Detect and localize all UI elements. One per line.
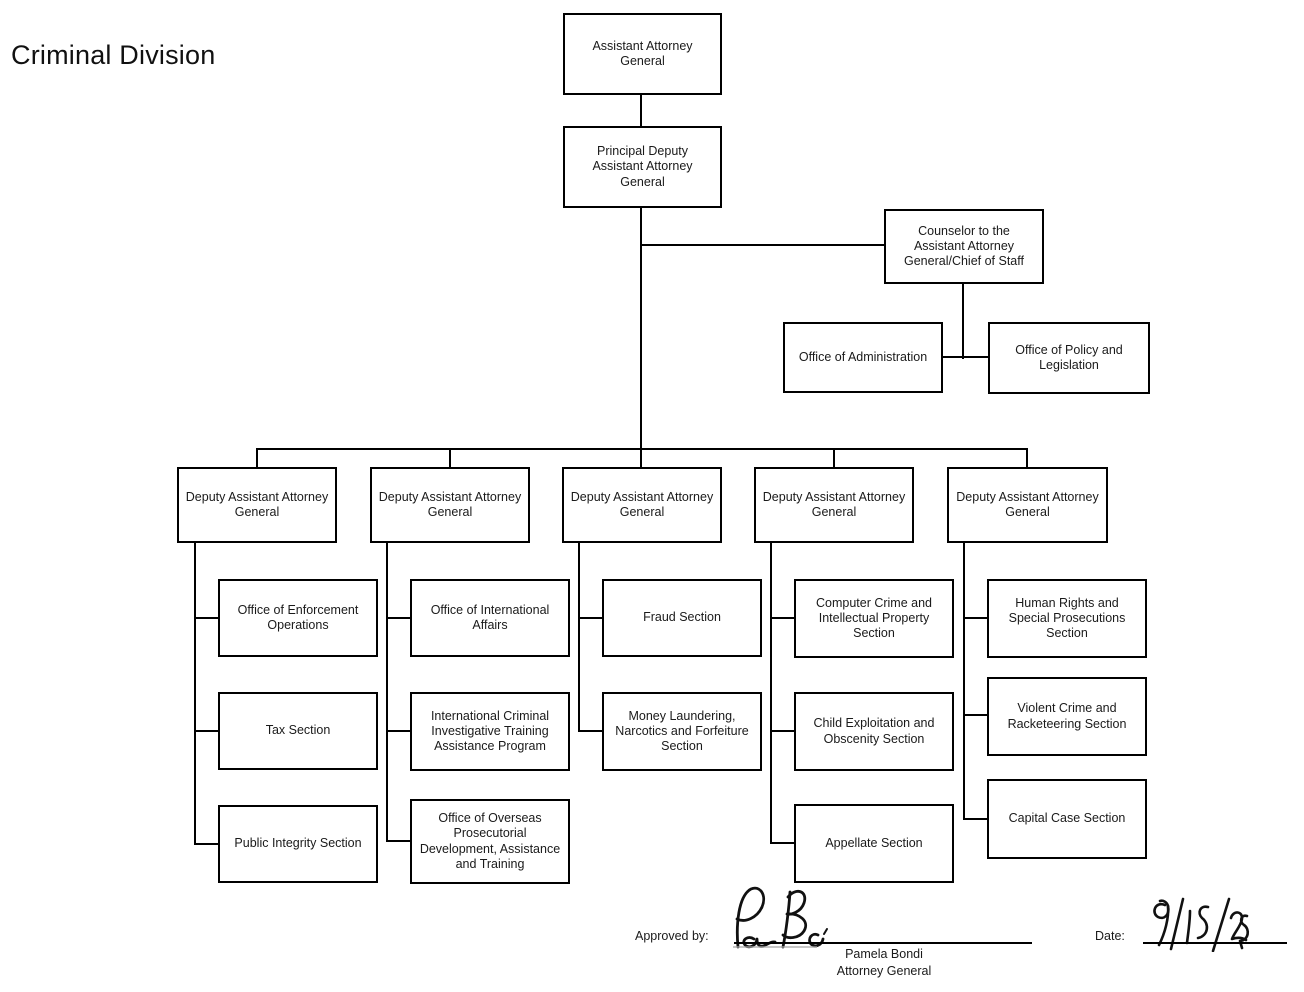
connector-distribution <box>256 448 1028 450</box>
signer-block: Pamela Bondi Attorney General <box>735 946 1033 981</box>
org-node-label: Violent Crime and Racketeering Section <box>1007 701 1127 731</box>
connector-trunk <box>640 207 642 450</box>
org-node-label: Office of Enforcement Operations <box>237 602 359 632</box>
org-node-label: Office of Administration <box>798 349 928 364</box>
org-node-icitap: International Criminal Investigative Tra… <box>410 692 570 771</box>
org-node-label: Deputy Assistant Attorney General <box>570 489 714 519</box>
org-node-daag-1: Deputy Assistant Attorney General <box>177 467 337 543</box>
org-node-counselor-chief-of-staff: Counselor to the Assistant Attorney Gene… <box>884 209 1044 284</box>
org-node-office-of-administration: Office of Administration <box>783 322 943 393</box>
org-node-capital-case-section: Capital Case Section <box>987 779 1147 859</box>
org-node-daag-3: Deputy Assistant Attorney General <box>562 467 722 543</box>
connector-group4-stub-1 <box>770 617 794 619</box>
connector-group5-stub-3 <box>963 818 987 820</box>
connector-drop-daag-5 <box>1026 448 1028 468</box>
org-node-label: Deputy Assistant Attorney General <box>762 489 906 519</box>
connector-aag-to-pdaag <box>640 94 642 127</box>
org-node-computer-crime-ip-section: Computer Crime and Intellectual Property… <box>794 579 954 658</box>
org-node-office-of-enforcement-operations: Office of Enforcement Operations <box>218 579 378 657</box>
signature-line-shadow <box>733 946 817 948</box>
org-node-daag-2: Deputy Assistant Attorney General <box>370 467 530 543</box>
connector-group5-stub-2 <box>963 714 987 716</box>
org-node-tax-section: Tax Section <box>218 692 378 770</box>
connector-group2-stub-3 <box>386 840 410 842</box>
org-node-child-exploitation-obscenity-section: Child Exploitation and Obscenity Section <box>794 692 954 771</box>
connector-group1-stub-1 <box>194 617 218 619</box>
org-node-label: Deputy Assistant Attorney General <box>956 489 1099 519</box>
org-node-appellate-section: Appellate Section <box>794 804 954 883</box>
connector-group4-stub-2 <box>770 730 794 732</box>
signer-title: Attorney General <box>836 964 932 979</box>
connector-drop-daag-1 <box>256 448 258 468</box>
connector-drop-daag-4 <box>833 448 835 468</box>
signature-line <box>734 942 1032 944</box>
org-node-label: Counselor to the Assistant Attorney Gene… <box>904 223 1024 269</box>
connector-group1-stub-2 <box>194 730 218 732</box>
approved-by-label: Approved by: <box>635 929 709 943</box>
org-node-label: International Criminal Investigative Tra… <box>430 708 550 754</box>
org-node-label: Human Rights and Special Prosecutions Se… <box>1008 595 1126 641</box>
org-node-label: Public Integrity Section <box>234 836 362 851</box>
org-node-daag-5: Deputy Assistant Attorney General <box>947 467 1108 543</box>
org-node-label: Office of International Affairs <box>430 602 550 632</box>
connector-group5-spine <box>963 542 965 820</box>
connector-group2-stub-1 <box>386 617 410 619</box>
org-node-label: Child Exploitation and Obscenity Section <box>813 716 935 746</box>
connector-group2-spine <box>386 542 388 842</box>
connector-group4-stub-3 <box>770 842 794 844</box>
org-node-label: Capital Case Section <box>1008 811 1126 826</box>
connector-drop-daag-2 <box>449 448 451 468</box>
org-node-public-integrity-section: Public Integrity Section <box>218 805 378 883</box>
connector-group3-stub-2 <box>578 730 602 732</box>
org-node-label: Money Laundering, Narcotics and Forfeitu… <box>615 708 749 754</box>
signature-ink <box>727 884 839 950</box>
org-node-label: Principal Deputy Assistant Attorney Gene… <box>592 144 693 189</box>
org-node-label: Office of Overseas Prosecutorial Develop… <box>419 811 561 871</box>
signer-name: Pamela Bondi <box>845 947 923 961</box>
org-node-human-rights-special-prosecutions: Human Rights and Special Prosecutions Se… <box>987 579 1147 658</box>
org-node-label: Tax Section <box>265 723 331 738</box>
connector-counselor-down <box>962 283 964 359</box>
org-node-office-of-international-affairs: Office of International Affairs <box>410 579 570 657</box>
connector-group3-stub-1 <box>578 617 602 619</box>
date-line <box>1143 942 1287 944</box>
connector-group1-spine <box>194 542 196 845</box>
org-node-fraud-section: Fraud Section <box>602 579 762 657</box>
org-node-label: Assistant Attorney General <box>592 38 693 68</box>
org-node-label: Deputy Assistant Attorney General <box>185 489 329 519</box>
connector-group1-stub-3 <box>194 843 218 845</box>
connector-group3-spine <box>578 542 580 732</box>
org-node-principal-deputy: Principal Deputy Assistant Attorney Gene… <box>563 126 722 208</box>
connector-group4-spine <box>770 542 772 844</box>
connector-drop-daag-3 <box>640 448 642 468</box>
org-node-money-laundering-narcotics-forfeiture: Money Laundering, Narcotics and Forfeitu… <box>602 692 762 771</box>
org-node-violent-crime-racketeering: Violent Crime and Racketeering Section <box>987 677 1147 756</box>
date-label: Date: <box>1095 929 1125 943</box>
org-node-label: Office of Policy and Legislation <box>1015 342 1123 372</box>
org-node-label: Fraud Section <box>643 610 721 625</box>
org-node-label: Appellate Section <box>825 835 923 850</box>
page-title: Criminal Division <box>11 40 216 70</box>
org-node-assistant-attorney-general: Assistant Attorney General <box>563 13 722 95</box>
org-node-label: Deputy Assistant Attorney General <box>378 489 522 519</box>
org-node-label: Computer Crime and Intellectual Property… <box>815 595 932 641</box>
org-node-opdat: Office of Overseas Prosecutorial Develop… <box>410 799 570 884</box>
connector-admin-policy <box>942 356 989 358</box>
connector-group2-stub-2 <box>386 730 410 732</box>
org-node-office-of-policy-and-legislation: Office of Policy and Legislation <box>988 322 1150 394</box>
connector-trunk-to-counselor <box>640 244 885 246</box>
org-node-daag-4: Deputy Assistant Attorney General <box>754 467 914 543</box>
connector-group5-stub-1 <box>963 617 987 619</box>
